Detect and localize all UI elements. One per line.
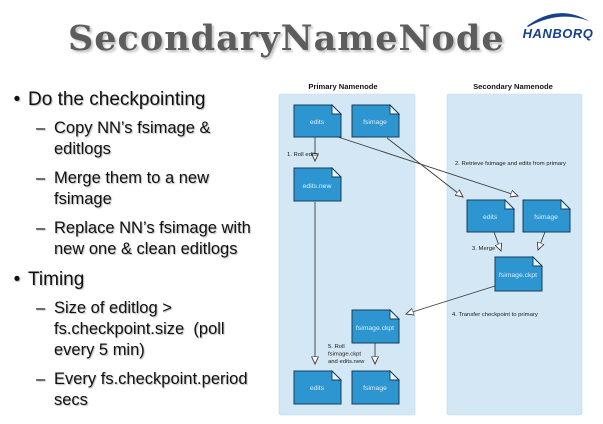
sub-bullet-period: – Every fs.checkpoint.period secs	[6, 369, 272, 411]
file-label: fsimage.ckpt	[499, 272, 537, 279]
sub-bullet-label: Merge them to a new fsimage	[54, 169, 214, 208]
sub-bullet-merge: – Merge them to a new fsimage	[6, 168, 272, 210]
file-box-primary-fsimage-top: fsimage	[351, 103, 401, 138]
bullet-item-checkpointing: • Do the checkpointing	[6, 88, 272, 112]
bullet-item-timing: • Timing	[6, 268, 272, 292]
dash-marker: –	[36, 299, 46, 317]
bullet-marker: •	[13, 269, 21, 290]
bullet-label: Do the checkpointing	[28, 89, 206, 110]
step3-label: 3. Merge	[472, 246, 496, 252]
step2-label: 2. Retrieve fsimage and edits from prima…	[455, 161, 566, 167]
logo-text: HANBORQ	[522, 26, 594, 41]
file-box-primary-edits-bottom: edits	[293, 369, 343, 405]
arrow-transfer-checkpoint	[406, 285, 496, 314]
arrow-retrieve-to-fsimage	[337, 136, 518, 196]
file-label: edits	[483, 214, 498, 221]
hanborq-logo: HANBORQ	[521, 10, 595, 54]
file-label: fsimage	[363, 385, 387, 392]
sub-bullet-label: Size of editlog > fs.checkpoint.size (po…	[54, 299, 230, 359]
sub-bullet-label: Replace NN’s fsimage with new one & clea…	[54, 219, 256, 258]
primary-namenode-header: Primary Namenode	[308, 82, 377, 91]
file-label: fsimage.ckpt	[356, 325, 394, 332]
dash-marker: –	[36, 119, 46, 137]
file-box-secondary-fsimage: fsimage	[522, 198, 572, 233]
bullet-label: Timing	[28, 269, 85, 290]
step5-label: 5. Roll fsimage.ckpt and edits.new	[328, 344, 365, 365]
arrow-merge-from-fsimage	[538, 231, 546, 250]
sub-bullet-replace: – Replace NN’s fsimage with new one & cl…	[6, 218, 272, 260]
step4-label: 4. Transfer checkpoint to primary	[452, 312, 538, 318]
file-box-secondary-edits: edits	[466, 198, 516, 233]
bullet-marker: •	[13, 89, 21, 110]
file-label: edits.new	[303, 183, 332, 190]
step5-line1: 5. Roll	[328, 344, 345, 350]
file-box-primary-fsimage-ckpt: fsimage.ckpt	[351, 308, 401, 344]
file-label: edits	[310, 119, 325, 126]
sub-bullet-label: Every fs.checkpoint.period secs	[54, 370, 253, 409]
sub-bullet-label: Copy NN’s fsimage & editlogs	[54, 119, 216, 158]
arrow-retrieve-to-edits	[386, 137, 463, 197]
step5-line2: fsimage.ckpt	[328, 352, 361, 358]
primary-namenode-panel	[278, 93, 416, 416]
bullet-list: • Do the checkpointing – Copy NN’s fsima…	[6, 88, 272, 419]
checkpoint-diagram: Primary Namenode Secondary Namenode edit…	[278, 82, 583, 416]
file-label: fsimage	[363, 119, 387, 126]
slide-title: SecondaryNameNode	[68, 18, 505, 59]
step1-label: 1. Roll edits	[287, 152, 318, 158]
sub-bullet-size: – Size of editlog > fs.checkpoint.size (…	[6, 298, 272, 361]
secondary-namenode-panel	[446, 93, 583, 416]
file-label: fsimage	[534, 214, 558, 221]
arrow-merge-from-edits	[493, 231, 501, 251]
file-box-primary-edits-top: edits	[293, 103, 343, 138]
file-box-primary-edits-new: edits.new	[293, 166, 343, 202]
file-label: edits	[310, 385, 325, 392]
file-box-secondary-fsimage-ckpt: fsimage.ckpt	[494, 255, 544, 292]
step5-line3: and edits.new	[328, 359, 365, 365]
dash-marker: –	[36, 169, 46, 187]
sub-bullet-copy: – Copy NN’s fsimage & editlogs	[6, 118, 272, 160]
swoosh-icon	[527, 13, 589, 27]
file-box-primary-fsimage-bottom: fsimage	[351, 369, 401, 405]
dash-marker: –	[36, 219, 46, 237]
secondary-namenode-header: Secondary Namenode	[473, 82, 553, 91]
dash-marker: –	[36, 370, 46, 388]
